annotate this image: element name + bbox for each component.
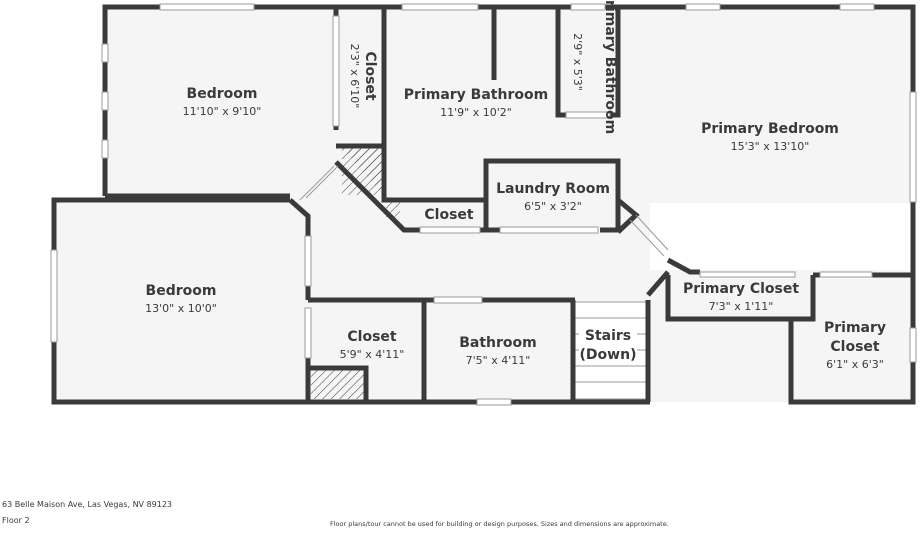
disclaimer: Floor plans/tour cannot be used for buil… bbox=[330, 520, 669, 528]
svg-text:Closet: Closet bbox=[424, 207, 474, 223]
floor-label: Floor 2 bbox=[2, 516, 30, 525]
svg-text:Laundry Room: Laundry Room bbox=[496, 181, 610, 197]
room-bedroom-left: Bedroom 13'0" x 10'0" bbox=[145, 283, 217, 315]
svg-text:7'5" x 4'11": 7'5" x 4'11" bbox=[466, 354, 531, 367]
svg-text:15'3" x 13'10": 15'3" x 13'10" bbox=[731, 140, 810, 153]
room-closet-mid: Closet 5'9" x 4'11" bbox=[340, 329, 405, 361]
room-primary-bedroom: Primary Bedroom 15'3" x 13'10" bbox=[701, 121, 839, 153]
hatched-area bbox=[311, 370, 364, 399]
svg-text:Primary Bedroom: Primary Bedroom bbox=[701, 121, 839, 137]
svg-text:Primary Closet: Primary Closet bbox=[683, 281, 799, 297]
room-primary-closet-a: Primary Closet 7'3" x 1'11" bbox=[683, 281, 799, 313]
room-bathroom: Bathroom 7'5" x 4'11" bbox=[459, 335, 537, 367]
windows bbox=[50, 3, 917, 406]
svg-text:13'0" x 10'0": 13'0" x 10'0" bbox=[145, 302, 217, 315]
room-primary-bathroom-small: Primary Bathroom 2'9" x 5'3" bbox=[571, 0, 618, 134]
svg-text:Primary: Primary bbox=[824, 320, 886, 336]
room-bedroom-top: Bedroom 11'10" x 9'10" bbox=[183, 86, 262, 118]
room-laundry: Laundry Room 6'5" x 3'2" bbox=[496, 181, 610, 213]
svg-text:2'3" x 6'10": 2'3" x 6'10" bbox=[348, 44, 361, 109]
svg-text:Stairs: Stairs bbox=[585, 328, 631, 344]
svg-text:11'9" x 10'2": 11'9" x 10'2" bbox=[440, 106, 512, 119]
svg-text:Bedroom: Bedroom bbox=[146, 283, 217, 299]
room-primary-closet-b: Primary Closet 6'1" x 6'3" bbox=[824, 320, 886, 371]
door-openings bbox=[299, 165, 669, 257]
room-closet-small: Closet bbox=[424, 207, 474, 223]
svg-text:6'1" x 6'3": 6'1" x 6'3" bbox=[826, 358, 884, 371]
room-stairs: Stairs (Down) bbox=[579, 323, 637, 365]
svg-text:Bedroom: Bedroom bbox=[187, 86, 258, 102]
svg-text:(Down): (Down) bbox=[580, 347, 637, 363]
svg-text:6'5" x 3'2": 6'5" x 3'2" bbox=[524, 200, 582, 213]
svg-text:Closet: Closet bbox=[362, 51, 378, 101]
svg-text:2'9" x 5'3": 2'9" x 5'3" bbox=[571, 33, 584, 91]
svg-text:Closet: Closet bbox=[830, 339, 880, 355]
room-primary-bathroom: Primary Bathroom 11'9" x 10'2" bbox=[404, 87, 548, 119]
svg-text:Bathroom: Bathroom bbox=[459, 335, 537, 351]
svg-text:5'9" x 4'11": 5'9" x 4'11" bbox=[340, 348, 405, 361]
room-closet-vertical: Closet 2'3" x 6'10" bbox=[348, 44, 378, 109]
svg-text:11'10" x 9'10": 11'10" x 9'10" bbox=[183, 105, 262, 118]
property-address: 63 Belle Maison Ave, Las Vegas, NV 89123 bbox=[2, 500, 173, 509]
svg-text:Closet: Closet bbox=[347, 329, 397, 345]
svg-text:Primary Bathroom: Primary Bathroom bbox=[602, 0, 618, 134]
svg-text:7'3" x 1'11": 7'3" x 1'11" bbox=[709, 300, 774, 313]
svg-text:Primary Bathroom: Primary Bathroom bbox=[404, 87, 548, 103]
